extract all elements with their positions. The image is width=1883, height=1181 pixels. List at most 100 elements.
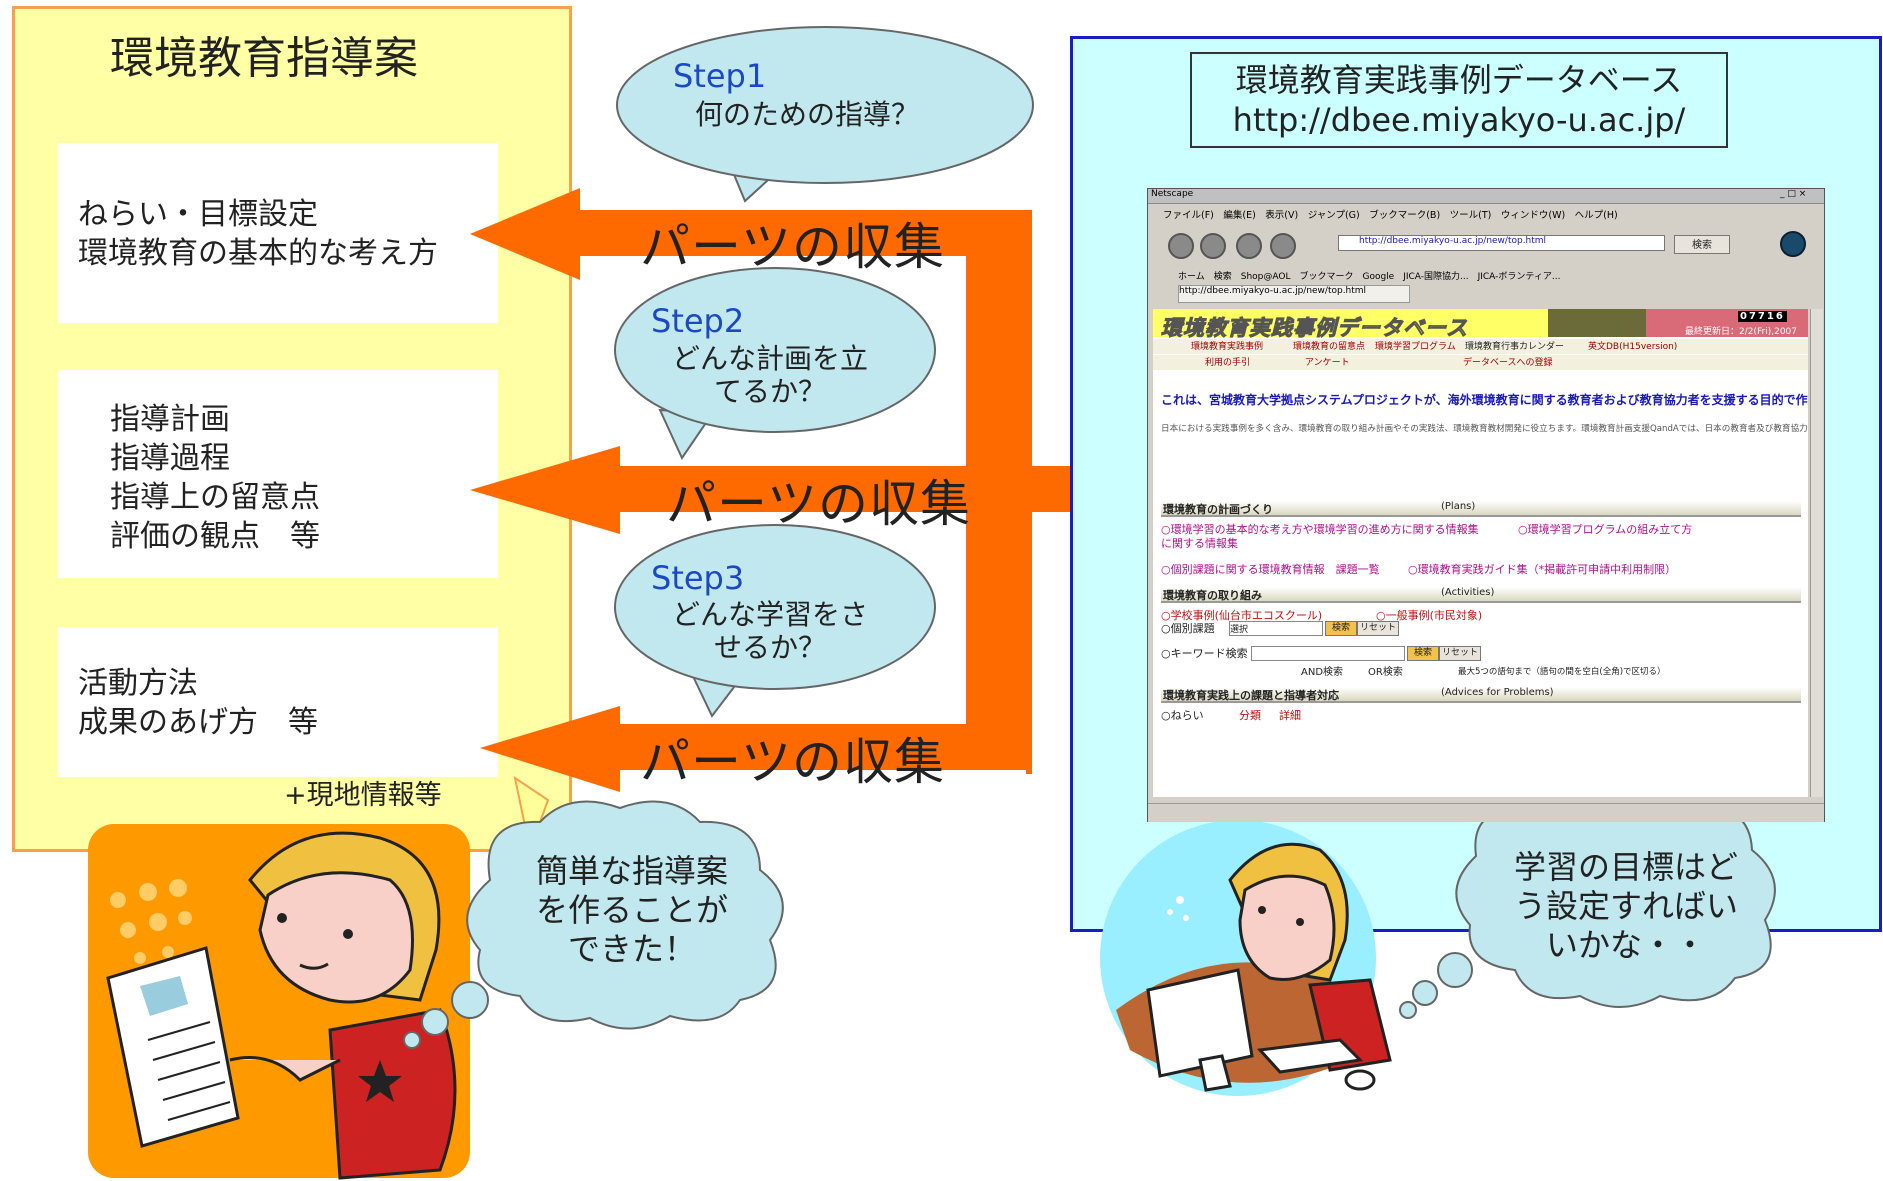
step-question-line: せるか？ xyxy=(713,631,826,664)
section-title-en: (Activities) xyxy=(1441,587,1495,598)
topic-reset-button[interactable]: リセット xyxy=(1357,621,1399,636)
thought-line: 簡単な指導案 xyxy=(535,852,728,890)
database-label-box: 環境教育実践事例データベース http://dbee.miyakyo-u.ac.… xyxy=(1190,52,1728,148)
step-question-line: 何のための指導？ xyxy=(695,98,920,131)
right-illustration xyxy=(1100,820,1392,1096)
topic-search-button[interactable]: 検索 xyxy=(1325,621,1357,636)
arrow-1 xyxy=(470,188,1026,280)
db-nav-row-1: 環境教育実践事例 環境教育の留意点 環境学習プログラム 環境教育行事カレンダー … xyxy=(1153,339,1808,354)
advice-link[interactable]: 分類 xyxy=(1239,709,1261,722)
step2-title: Step2 xyxy=(651,302,745,340)
section-title-en: (Advices for Problems) xyxy=(1441,687,1554,698)
db-banner-title: 環境教育実践事例データベース xyxy=(1161,316,1468,341)
left-thought-bubble xyxy=(403,800,784,1049)
lesson-plan-title: 環境教育指導案 xyxy=(110,33,418,84)
thought-line: 学習の目標はど xyxy=(1513,848,1738,886)
section-title: 環境教育の計画づくり xyxy=(1163,503,1273,516)
keyword-reset-button[interactable]: リセット xyxy=(1439,646,1481,661)
plan-card-line: 成果のあげ方 等 xyxy=(78,705,318,740)
plan-card-line: 活動方法 xyxy=(78,666,198,701)
field-label: ○個別課題 xyxy=(1161,622,1215,635)
plan-card-line: 環境教育の基本的な考え方 xyxy=(78,236,438,271)
step3-title: Step3 xyxy=(651,559,745,597)
field-label: ○キーワード検索 xyxy=(1161,647,1248,660)
search-button[interactable]: 検索 xyxy=(1674,235,1730,254)
page-scrollbar[interactable] xyxy=(1810,309,1823,797)
nav-link[interactable]: 環境教育行事カレンダー xyxy=(1465,342,1565,352)
step-question-line: どんな学習をさ xyxy=(671,598,868,631)
browser-statusbar xyxy=(1148,803,1824,822)
plans-link[interactable]: ○環境教育実践ガイド集（*掲載許可申請中利用制限） xyxy=(1408,563,1677,576)
step3-question: どんな学習をさ せるか？ xyxy=(670,598,870,664)
reload-icon[interactable] xyxy=(1236,233,1262,259)
forward-icon[interactable] xyxy=(1200,233,1226,259)
last-updated: 最終更新日：2/2(Fri),2007 xyxy=(1685,327,1797,337)
and-search-radio[interactable]: AND検索 xyxy=(1301,667,1344,678)
stop-icon[interactable] xyxy=(1270,233,1296,259)
database-title: 環境教育実践事例データベース xyxy=(1235,61,1683,99)
back-icon[interactable] xyxy=(1168,233,1194,259)
banner-block xyxy=(1548,309,1646,337)
plan-card-goals: ねらい・目標設定 環境教育の基本的な考え方 xyxy=(58,143,498,323)
right-thought-bubble xyxy=(1399,786,1776,1019)
step3-bubble xyxy=(614,524,936,718)
keyword-search-button[interactable]: 検索 xyxy=(1407,646,1439,661)
nav-link[interactable]: アンケート xyxy=(1305,358,1350,368)
browser-menubar[interactable]: ファイル(F) 編集(E) 表示(V) ジャンプ(G) ブックマーク(B) ツー… xyxy=(1163,210,1618,221)
browser-window: Netscape _ □ × ファイル(F) 編集(E) 表示(V) ジャンプ(… xyxy=(1147,188,1825,822)
visit-counter: 07716 xyxy=(1738,311,1787,322)
activities-link[interactable]: ○一般事例(市民対象) xyxy=(1376,609,1483,622)
or-search-radio[interactable]: OR検索 xyxy=(1368,667,1403,678)
plans-link[interactable]: に関する情報集 xyxy=(1161,537,1238,550)
left-illustration xyxy=(88,775,550,1180)
nav-link[interactable]: 環境学習プログラム xyxy=(1375,342,1456,352)
advice-link[interactable]: 詳細 xyxy=(1279,709,1301,722)
plan-card-line: 指導計画 xyxy=(110,402,230,437)
db-banner xyxy=(1153,309,1548,337)
db-intro-detail: 日本における実践事例を多く含み、環境教育の取り組み計画やその実践法、環境教育教材… xyxy=(1161,424,1808,434)
right-thought-text: 学習の目標はど う設定すればい いかな・・ xyxy=(1506,848,1746,965)
keyword-input[interactable] xyxy=(1251,646,1405,661)
section-advices: 環境教育実践上の課題と指導者対応 (Advices for Problems) xyxy=(1161,687,1801,703)
local-info-note: +現地情報等 xyxy=(284,780,442,811)
plan-card-line: 指導過程 xyxy=(110,441,230,476)
thought-line: う設定すればい xyxy=(1513,887,1738,925)
plans-link[interactable]: ○環境学習の基本的な考え方や環境学習の進め方に関する情報集 xyxy=(1161,523,1479,536)
nav-link[interactable]: 環境教育実践事例 xyxy=(1191,342,1264,352)
nav-link[interactable]: データベースへの登録 xyxy=(1463,358,1553,368)
netscape-logo-icon xyxy=(1780,231,1806,257)
arrow-link-db xyxy=(1026,466,1070,512)
section-title: 環境教育の取り組み xyxy=(1163,589,1262,602)
address-bar[interactable]: http://dbee.miyakyo-u.ac.jp/new/top.html xyxy=(1338,235,1665,251)
browser-title: Netscape xyxy=(1151,189,1194,199)
topic-select[interactable]: 選択 xyxy=(1229,621,1323,636)
plan-card-line: 評価の観点 等 xyxy=(110,519,320,554)
collect-parts-label-2: パーツの収集 xyxy=(666,475,971,533)
step2-bubble xyxy=(614,267,936,461)
thought-line: いかな・・ xyxy=(1545,926,1706,964)
nav-link[interactable]: 英文DB(H15version) xyxy=(1588,342,1678,352)
section-title-en: (Plans) xyxy=(1441,501,1476,512)
step1-question: 何のための指導？ xyxy=(695,98,919,131)
personal-toolbar[interactable]: ホーム 検索 Shop@AOL ブックマーク Google JICA-国際協力.… xyxy=(1178,272,1561,282)
arrow-3 xyxy=(480,706,1026,792)
section-plans: 環境教育の計画づくり (Plans) xyxy=(1161,501,1801,517)
step-question-line: どんな計画を立 xyxy=(671,342,868,375)
nav-link[interactable]: 環境教育の留意点 xyxy=(1293,342,1366,352)
plan-card-teaching-plan: 指導計画 指導過程 指導上の留意点 評価の観点 等 xyxy=(58,370,498,578)
browser-tab[interactable]: http://dbee.miyakyo-u.ac.jp/new/top.html xyxy=(1178,285,1410,303)
left-thought-text: 簡単な指導案 を作ることが できた！ xyxy=(522,852,742,969)
collect-parts-label-3: パーツの収集 xyxy=(640,733,945,791)
db-intro: これは、宮城教育大学拠点システムプロジェクトが、海外環境教育に関する教育者および… xyxy=(1161,393,1808,407)
browser-titlebar: Netscape _ □ × xyxy=(1148,189,1824,204)
database-url: http://dbee.miyakyo-u.ac.jp/ xyxy=(1232,101,1686,139)
nav-link[interactable]: 利用の手引 xyxy=(1205,358,1251,368)
step1-title: Step1 xyxy=(673,57,767,95)
db-nav-row-2: 利用の手引 アンケート データベースへの登録 xyxy=(1153,355,1808,370)
activities-link[interactable]: ○学校事例(仙台市エコスクール) xyxy=(1161,609,1323,622)
collect-parts-label-1: パーツの収集 xyxy=(640,218,945,276)
plans-link[interactable]: ○環境学習プログラムの組み立て方 xyxy=(1518,523,1693,536)
plans-link[interactable]: ○個別課題に関する環境教育情報 課題一覧 xyxy=(1161,563,1380,576)
window-controls[interactable]: _ □ × xyxy=(1780,189,1807,199)
